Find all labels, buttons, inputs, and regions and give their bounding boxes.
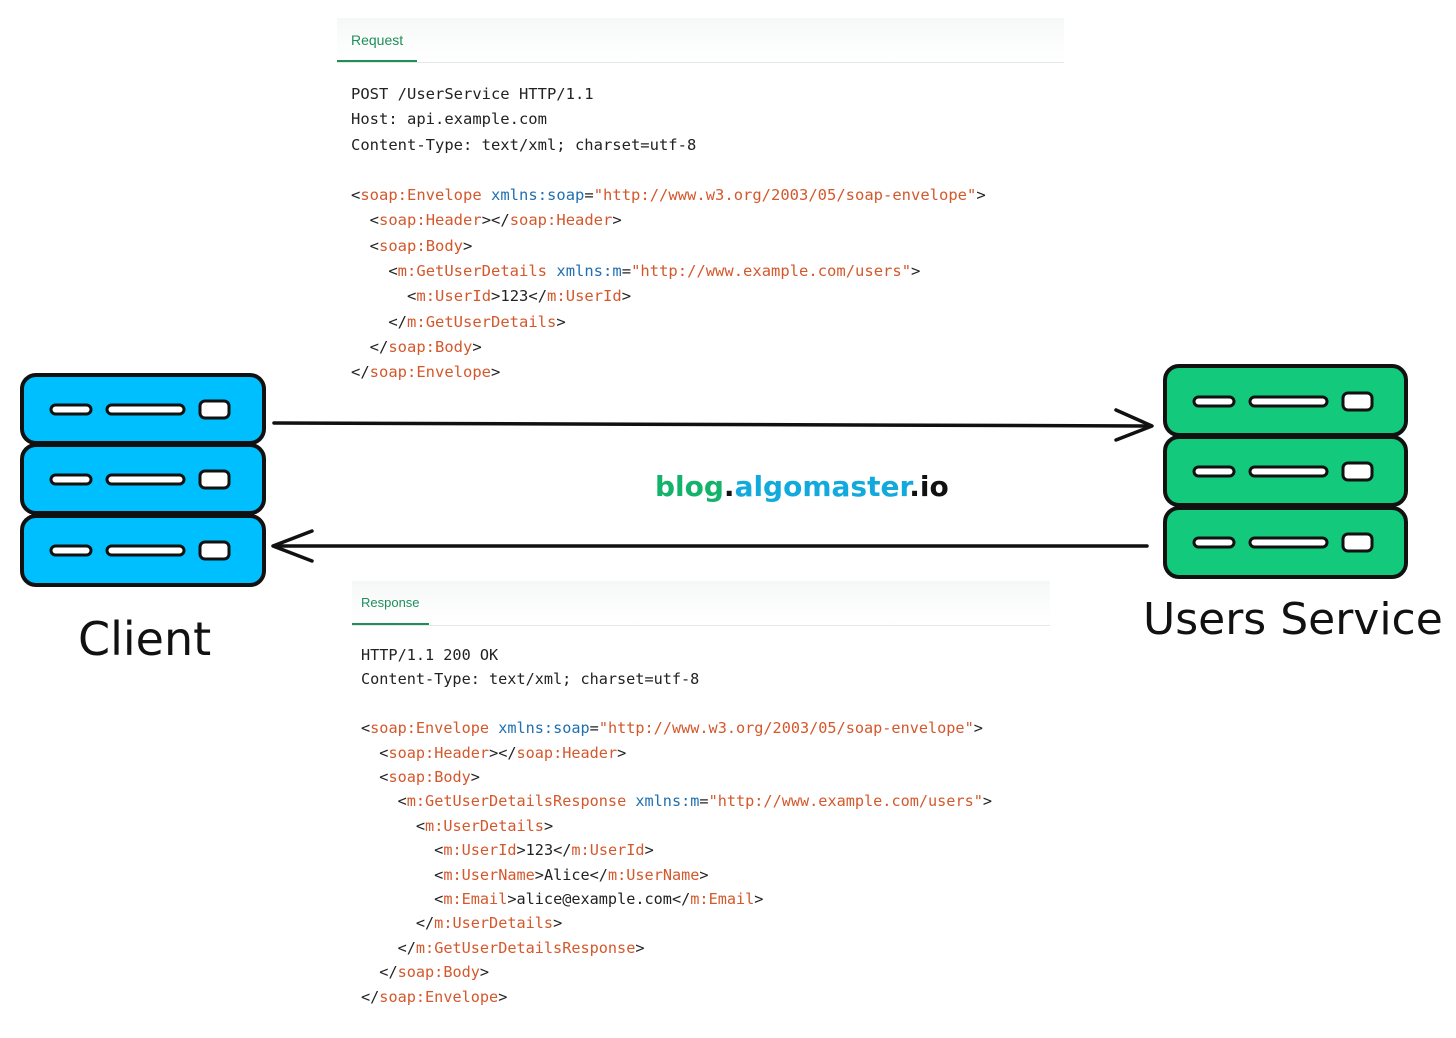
client-server-unit-3 bbox=[20, 514, 266, 587]
content-type-header: Content-Type: text/xml; charset=utf-8 bbox=[351, 135, 697, 154]
xml-envelope-open: <soap:Envelope xmlns:soap="http://www.w3… bbox=[361, 719, 983, 738]
xml-user-details-close: </m:UserDetails> bbox=[415, 914, 563, 933]
watermark-io: io bbox=[919, 470, 949, 503]
xml-body-open: <soap:Body> bbox=[379, 768, 480, 787]
xml-header: <soap:Header></soap:Header> bbox=[379, 743, 627, 762]
response-arrow bbox=[271, 529, 1149, 563]
response-tab[interactable]: Response bbox=[352, 581, 429, 625]
client-server-unit-2 bbox=[20, 443, 266, 515]
request-panel: Request POST /UserService HTTP/1.1 Host:… bbox=[337, 18, 1064, 400]
xml-header: <soap:Header></soap:Header> bbox=[369, 211, 622, 230]
watermark-dot: . bbox=[723, 470, 735, 503]
xml-body-close: </soap:Body> bbox=[379, 963, 490, 982]
request-tab[interactable]: Request bbox=[337, 18, 418, 62]
service-server-icon bbox=[1163, 364, 1408, 579]
watermark: blog.algomaster.io bbox=[655, 470, 949, 503]
xml-user-id: <m:UserId>123</m:UserId> bbox=[407, 287, 632, 306]
response-panel-header: Response bbox=[352, 581, 1050, 626]
watermark-algomaster: algomaster bbox=[734, 470, 910, 503]
request-code: POST /UserService HTTP/1.1 Host: api.exa… bbox=[351, 82, 986, 386]
xml-response-open: <m:GetUserDetailsResponse xmlns:m="http:… bbox=[397, 792, 993, 811]
response-code: HTTP/1.1 200 OK Content-Type: text/xml; … bbox=[361, 643, 992, 1009]
request-line: POST /UserService HTTP/1.1 bbox=[351, 85, 594, 103]
xml-response-close: </m:GetUserDetailsResponse> bbox=[397, 938, 645, 957]
xml-user-name: <m:UserName>Alice</m:UserName> bbox=[434, 865, 709, 884]
service-server-unit-3 bbox=[1163, 506, 1408, 579]
xml-envelope-close: </soap:Envelope> bbox=[351, 363, 501, 382]
xml-body-close: </soap:Body> bbox=[369, 337, 482, 356]
request-arrow bbox=[272, 408, 1154, 442]
response-panel: Response HTTP/1.1 200 OK Content-Type: t… bbox=[352, 581, 1050, 1021]
watermark-dot: . bbox=[909, 470, 920, 503]
xml-envelope-open: <soap:Envelope xmlns:soap="http://www.w3… bbox=[351, 186, 986, 205]
client-server-icon bbox=[20, 373, 266, 587]
watermark-blog: blog bbox=[655, 470, 724, 503]
client-label: Client bbox=[78, 612, 212, 666]
request-panel-header: Request bbox=[337, 18, 1064, 63]
xml-body-open: <soap:Body> bbox=[369, 236, 473, 255]
xml-user-details-open: <m:UserDetails> bbox=[415, 816, 554, 835]
xml-envelope-close: </soap:Envelope> bbox=[361, 987, 508, 1006]
content-type-header: Content-Type: text/xml; charset=utf-8 bbox=[361, 670, 700, 689]
xml-get-user-details-open: <m:GetUserDetails xmlns:m="http://www.ex… bbox=[388, 262, 921, 281]
xml-get-user-details-close: </m:GetUserDetails> bbox=[388, 312, 566, 331]
status-line: HTTP/1.1 200 OK bbox=[361, 646, 499, 664]
service-server-unit-1 bbox=[1163, 364, 1408, 437]
xml-email: <m:Email>alice@example.com</m:Email> bbox=[434, 890, 764, 909]
client-server-unit-1 bbox=[20, 373, 266, 445]
service-server-unit-2 bbox=[1163, 435, 1408, 507]
xml-user-id: <m:UserId>123</m:UserId> bbox=[434, 841, 654, 860]
host-header: Host: api.example.com bbox=[351, 110, 547, 129]
service-label: Users Service bbox=[1143, 594, 1443, 645]
